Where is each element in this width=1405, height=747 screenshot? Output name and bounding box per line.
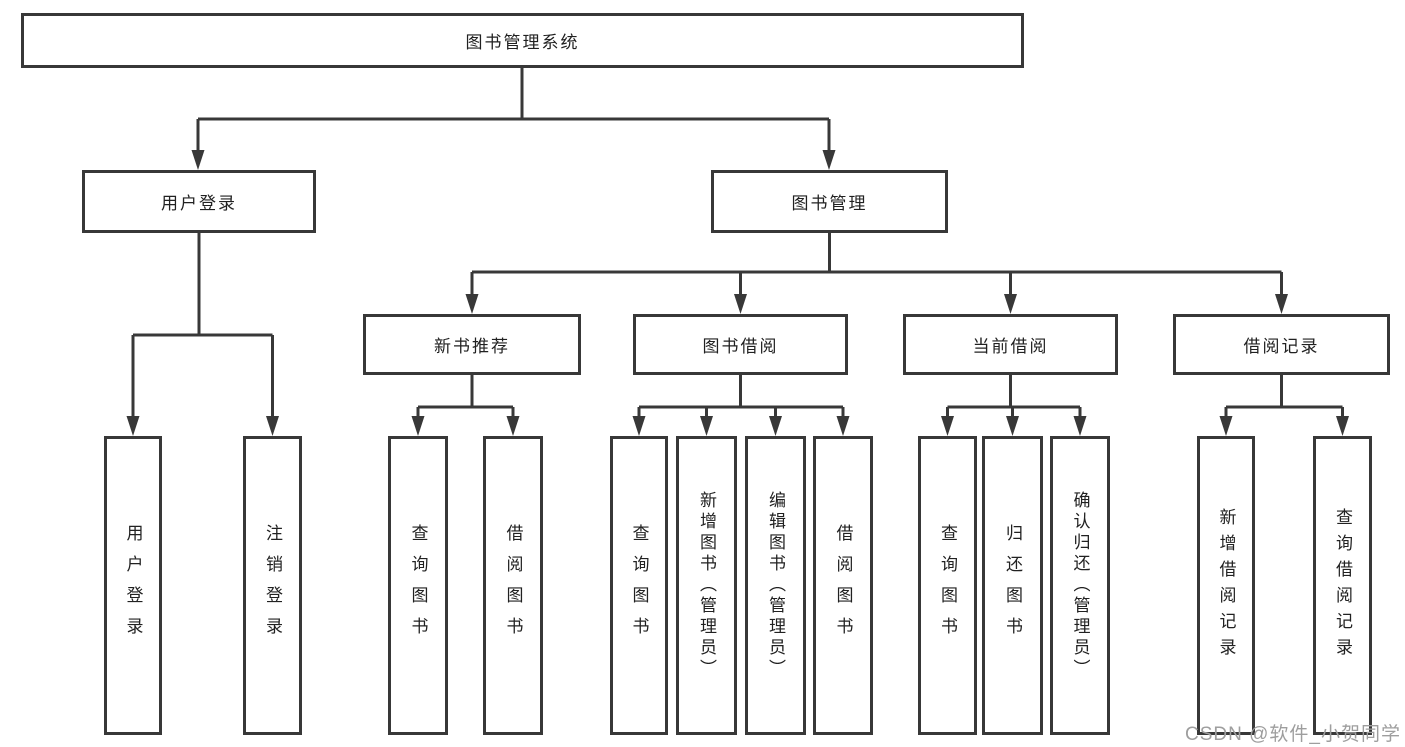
connector-login-to-leaves <box>126 232 279 436</box>
node-leaf-query-borrow-record: 查询借阅记录 <box>1313 436 1372 735</box>
node-user-login-label: 用户登录 <box>161 194 237 213</box>
node-leaf-confirm-return-admin: 确认归还（管理员） <box>1050 436 1110 735</box>
node-book-borrowing: 图书借阅 <box>633 314 848 375</box>
node-book-management-label: 图书管理 <box>791 194 868 213</box>
node-borrow-records-label: 借阅记录 <box>1243 337 1320 356</box>
node-leaf-edit-books-admin: 编辑图书（管理员） <box>745 436 806 735</box>
connector-current-to-leaves <box>941 375 1087 436</box>
node-leaf-add-borrow-record: 新增借阅记录 <box>1197 436 1255 735</box>
node-leaf-query-books-1-label: 查询图书 <box>408 523 428 648</box>
node-leaf-add-books-admin-label: 新增图书（管理员） <box>697 491 716 680</box>
node-current-borrowing: 当前借阅 <box>903 314 1118 375</box>
node-leaf-add-borrow-record-label: 新增借阅记录 <box>1216 507 1236 664</box>
node-leaf-return-books: 归还图书 <box>982 436 1043 735</box>
node-root-label: 图书管理系统 <box>465 33 580 52</box>
connector-newbook-to-leaves <box>411 375 520 436</box>
node-new-book-recommend: 新书推荐 <box>363 314 581 375</box>
node-leaf-borrow-books-1-label: 借阅图书 <box>503 523 523 648</box>
connector-mgmt-to-level3 <box>465 232 1288 314</box>
csdn-watermark: CSDN @软件_小贺同学 <box>1185 724 1401 745</box>
node-leaf-confirm-return-admin-label: 确认归还（管理员） <box>1070 491 1090 680</box>
node-user-login: 用户登录 <box>82 170 316 233</box>
node-leaf-add-books-admin: 新增图书（管理员） <box>676 436 737 735</box>
node-leaf-query-books-3-label: 查询图书 <box>938 523 957 648</box>
node-leaf-logout: 注销登录 <box>243 436 302 735</box>
node-new-book-recommend-label: 新书推荐 <box>434 337 510 356</box>
node-leaf-return-books-label: 归还图书 <box>1003 523 1022 648</box>
node-book-borrowing-label: 图书借阅 <box>702 337 779 356</box>
node-leaf-user-login: 用户登录 <box>104 436 162 735</box>
node-current-borrowing-label: 当前借阅 <box>972 337 1049 356</box>
connector-root-to-level2 <box>191 68 836 170</box>
connector-records-to-leaves <box>1219 375 1349 436</box>
node-leaf-borrow-books-2: 借阅图书 <box>813 436 873 735</box>
node-leaf-edit-books-admin-label: 编辑图书（管理员） <box>766 491 785 680</box>
node-leaf-borrow-books-1: 借阅图书 <box>483 436 543 735</box>
node-book-management: 图书管理 <box>711 170 948 233</box>
node-leaf-query-books-2-label: 查询图书 <box>629 523 649 648</box>
node-leaf-query-books-2: 查询图书 <box>610 436 668 735</box>
node-leaf-borrow-books-2-label: 借阅图书 <box>833 523 853 648</box>
node-leaf-query-books-3: 查询图书 <box>918 436 977 735</box>
node-leaf-query-borrow-record-label: 查询借阅记录 <box>1333 507 1352 664</box>
node-root-system: 图书管理系统 <box>21 13 1024 68</box>
node-leaf-logout-label: 注销登录 <box>263 523 282 648</box>
node-leaf-user-login-label: 用户登录 <box>123 523 143 648</box>
node-borrow-records: 借阅记录 <box>1173 314 1390 375</box>
connector-borrowing-to-leaves <box>632 375 850 436</box>
node-leaf-query-books-1: 查询图书 <box>388 436 448 735</box>
